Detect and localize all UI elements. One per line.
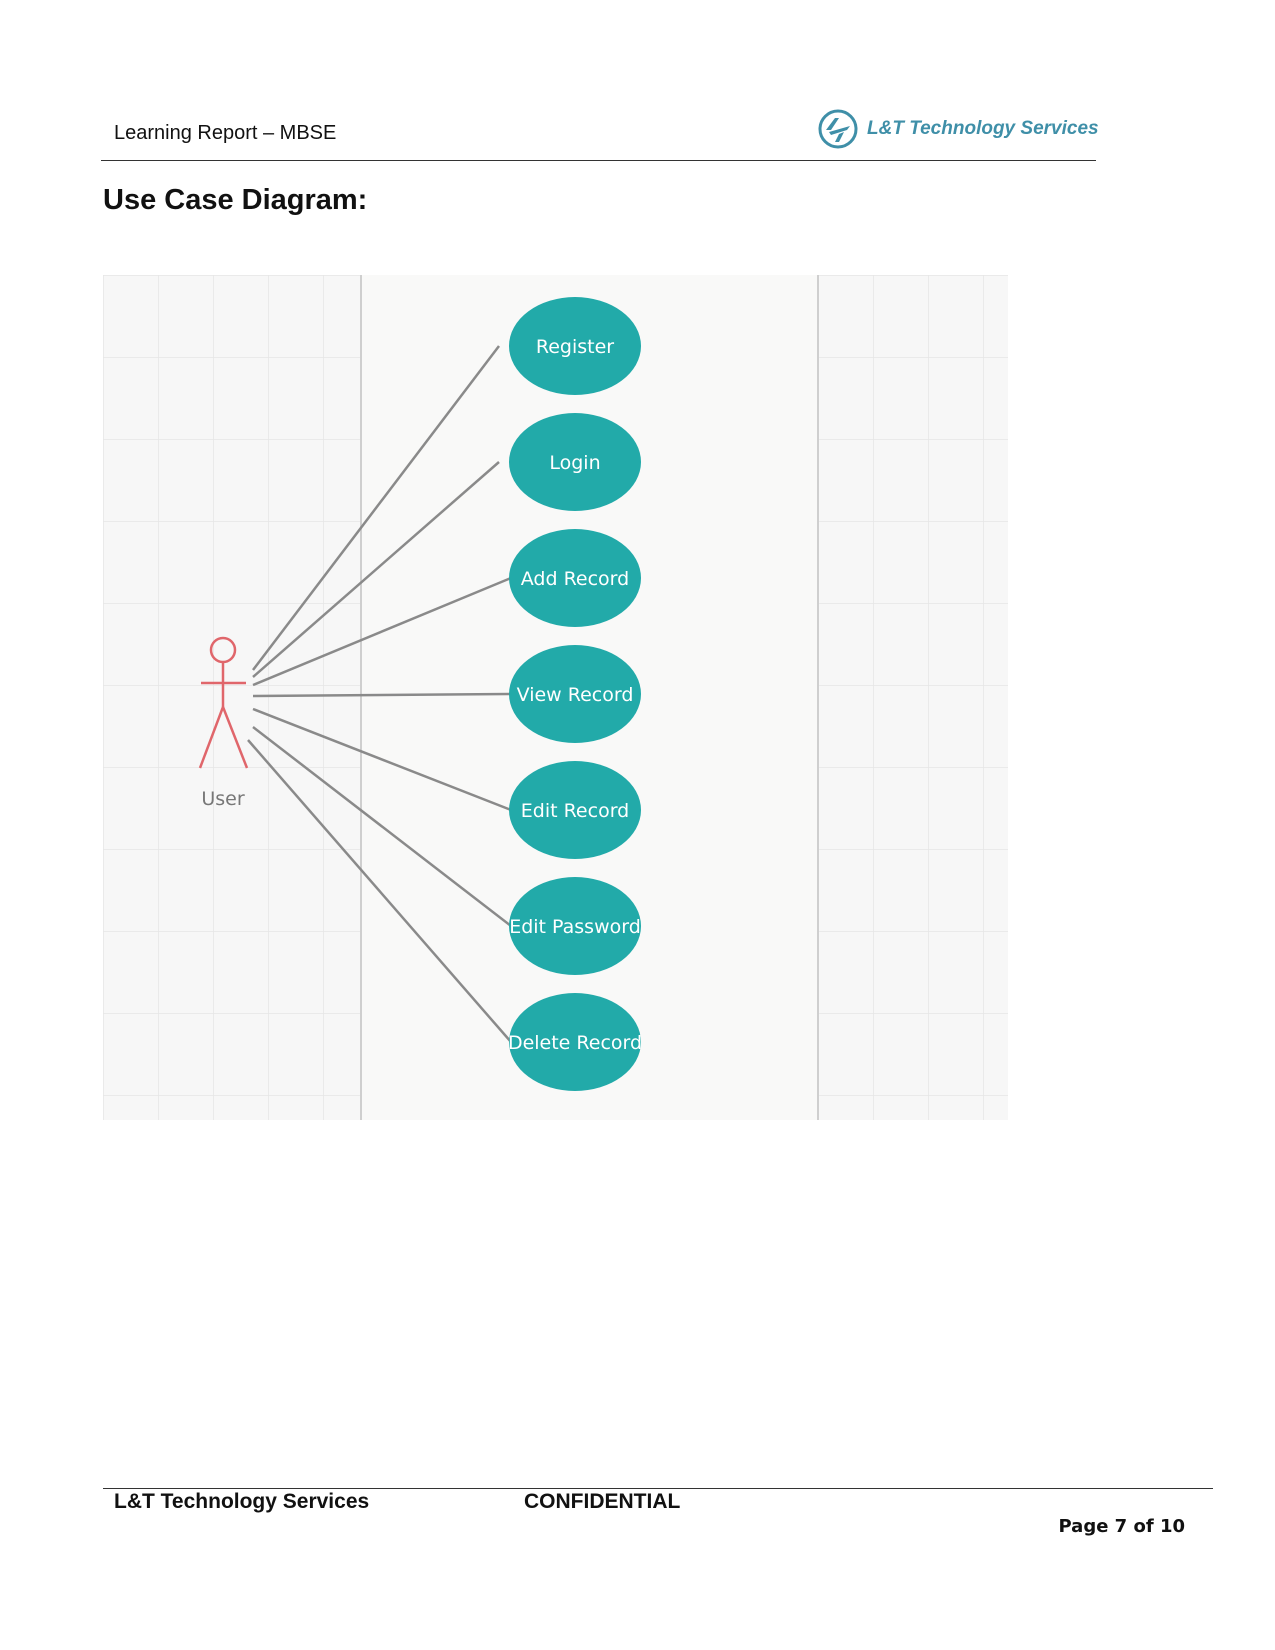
usecase-delete-record: Delete Record <box>508 993 642 1091</box>
footer-company: L&T Technology Services <box>114 1490 370 1513</box>
usecase-label: Edit Record <box>521 800 629 822</box>
usecase-ellipse <box>509 645 641 743</box>
company-logo: L&T Technology Services <box>817 108 1099 150</box>
usecase-login: Login <box>509 413 641 511</box>
usecase-label: Delete Record <box>508 1032 642 1054</box>
usecase-label: Edit Password <box>509 916 641 938</box>
usecase-label: View Record <box>517 684 634 706</box>
usecase-label: Add Record <box>521 568 629 590</box>
usecase-edit-password: Edit Password <box>509 877 641 975</box>
usecase-ellipse <box>509 529 641 627</box>
association-delete-record <box>247 739 512 1043</box>
usecase-view-record: View Record <box>509 645 641 743</box>
actor-user: User <box>198 636 249 810</box>
header-divider <box>101 160 1096 161</box>
usecase-register: Register <box>509 297 641 395</box>
footer-divider <box>103 1488 1213 1489</box>
usecase-edit-record: Edit Record <box>509 761 641 859</box>
document-header-title: Learning Report – MBSE <box>114 122 337 144</box>
association-login <box>252 461 500 678</box>
usecase-add-record: Add Record <box>509 529 641 627</box>
association-lines <box>247 345 512 1043</box>
logo-text: L&T Technology Services <box>867 118 1099 139</box>
usecase-label: Register <box>536 336 614 358</box>
usecase-ellipse <box>509 413 641 511</box>
association-edit-record <box>252 707 512 812</box>
usecase-ellipse <box>509 297 641 395</box>
association-view-record <box>252 692 512 698</box>
footer-confidential: CONFIDENTIAL <box>524 1490 681 1513</box>
usecase-label: Login <box>549 452 600 474</box>
lt-logo-icon <box>818 109 858 149</box>
association-edit-password <box>252 726 512 927</box>
usecase-ellipse <box>509 993 641 1091</box>
page-number: Page 7 of 10 <box>1058 1516 1185 1537</box>
association-add-record <box>252 576 512 687</box>
usecase-ellipse <box>509 761 641 859</box>
actor-label: User <box>201 788 244 810</box>
association-register <box>252 345 500 671</box>
usecase-ellipse <box>509 877 641 975</box>
section-title: Use Case Diagram: <box>103 184 368 216</box>
